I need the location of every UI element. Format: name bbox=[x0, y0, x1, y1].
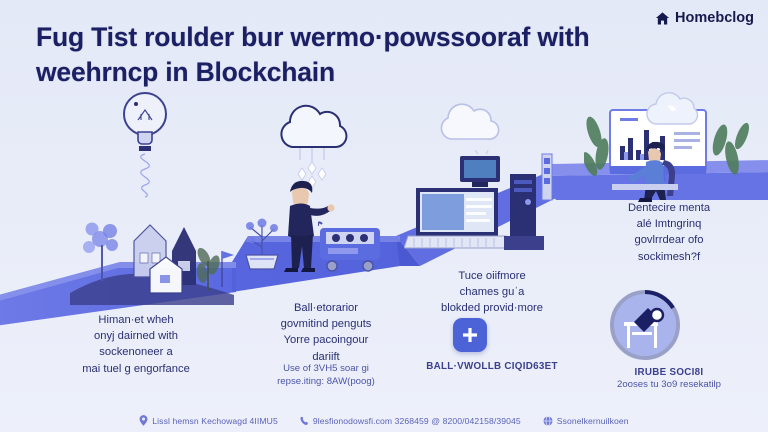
footer-site-text: Ssonelkernuilkoen bbox=[556, 415, 629, 426]
page-title-line2: weehrncp in Blockchain bbox=[36, 57, 335, 88]
desk-worker-chart-illustration bbox=[584, 92, 749, 202]
step-2-subcaption: Use of 3VH5 soar gi repse.iting: 8AW(poo… bbox=[277, 363, 375, 388]
cart-machine-illustration bbox=[318, 221, 380, 272]
page-title-line1: Fug Tist roulder bur wermo·powssooraf wi… bbox=[36, 22, 590, 52]
plus-button[interactable] bbox=[453, 318, 487, 352]
home-nav-label: Homebclog bbox=[675, 10, 754, 26]
footer-item-site[interactable]: Ssonelkernuilkoen bbox=[543, 416, 629, 426]
footer-contact-text: 9lesfionodowsfi.com 3268459 @ 8200/04215… bbox=[312, 415, 521, 426]
step-1-caption: Himan·et wheh onyj dairned with sockenon… bbox=[82, 314, 190, 375]
home-nav-link[interactable]: Homebclog bbox=[655, 10, 754, 26]
step-4-badge-sub: 2ooses tu 3o9 resekatilp bbox=[617, 379, 721, 390]
page-title: Fug Tist roulder bur wermo·powssooraf wi… bbox=[36, 20, 656, 90]
globe-icon bbox=[543, 415, 553, 426]
desk-circle-badge-icon[interactable] bbox=[608, 288, 682, 362]
person-pointing-illustration bbox=[284, 180, 335, 272]
step-3-badge-label: BALL·VWOLLB CIQID63ET bbox=[426, 361, 558, 372]
step-4-badge-label: IRUBE SOCI8I bbox=[634, 367, 704, 378]
step-2-caption: Ball·etorarior govmitind penguts Yorre p… bbox=[280, 302, 372, 363]
potted-plant-illustration bbox=[245, 218, 279, 270]
lightbulb-icon bbox=[123, 92, 167, 198]
laptop-server-illustration bbox=[404, 150, 553, 250]
cloud-icon bbox=[440, 103, 500, 140]
plus-icon bbox=[463, 328, 477, 342]
footer-bar: Lissl hemsn Kechowagd 4IIMU5 9lesfionodo… bbox=[0, 415, 768, 426]
footer-item-contact[interactable]: 9lesfionodowsfi.com 3268459 @ 8200/04215… bbox=[300, 416, 521, 426]
rain-cloud-icon bbox=[280, 104, 348, 189]
footer-item-address[interactable]: Lissl hemsn Kechowagd 4IIMU5 bbox=[139, 415, 278, 426]
footer-address-text: Lissl hemsn Kechowagd 4IIMU5 bbox=[152, 415, 278, 426]
home-icon bbox=[655, 11, 670, 24]
village-illustration bbox=[70, 222, 234, 305]
phone-icon bbox=[300, 416, 308, 425]
step-3-caption: Tuce oiifmore chames guˈa blokded provid… bbox=[441, 270, 543, 315]
step-4-caption: Dentecire menta alé Imtngrinq govlrrdear… bbox=[627, 202, 711, 263]
location-pin-icon bbox=[139, 415, 148, 426]
